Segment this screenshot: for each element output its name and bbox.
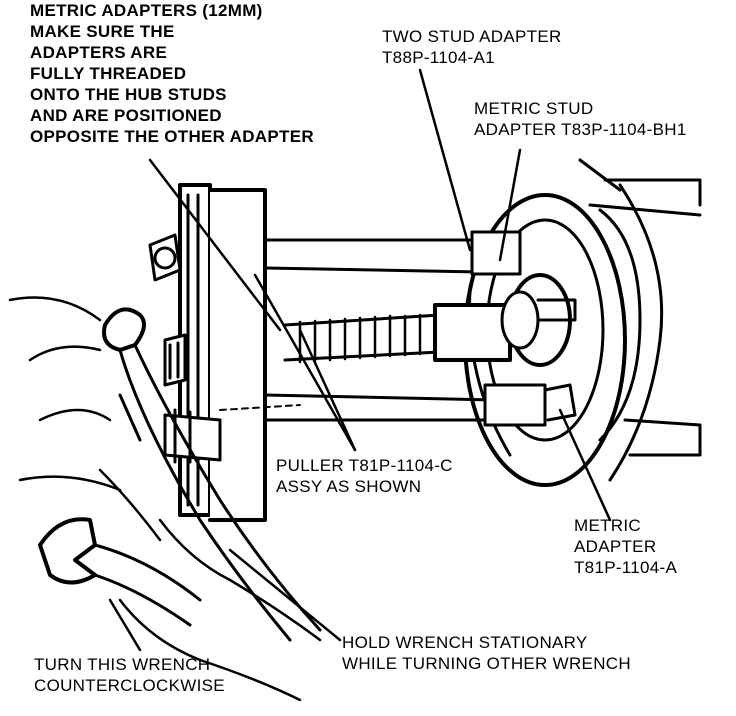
leader-turn-wrench — [108, 598, 142, 652]
leader-two-stud — [418, 68, 472, 252]
callout-puller: PULLER T81P-1104-C ASSY AS SHOWN — [276, 455, 453, 497]
label-line: ADAPTER T83P-1104-BH1 — [474, 120, 687, 139]
label-line: TWO STUD ADAPTER — [382, 27, 562, 46]
wrench-turning — [38, 517, 202, 627]
label-line: METRIC STUD — [474, 99, 594, 118]
label-line: METRIC — [574, 516, 641, 535]
note-line: MAKE SURE THE — [30, 22, 175, 41]
label-line: HOLD WRENCH STATIONARY — [342, 633, 588, 652]
hands — [8, 296, 322, 702]
leader-metric-adapter — [558, 408, 612, 522]
upper-rod — [263, 230, 522, 276]
axle-housing — [578, 158, 702, 482]
note-line: FULLY THREADED — [30, 64, 187, 83]
callout-two-stud-adapter: TWO STUD ADAPTER T88P-1104-A1 — [382, 26, 562, 68]
label-line: ASSY AS SHOWN — [276, 477, 422, 496]
leader-puller-2 — [298, 328, 357, 452]
leader-metric-stud — [498, 148, 522, 262]
callout-metric-adapter: METRIC ADAPTER T81P-1104-A — [574, 515, 677, 578]
label-line: PULLER T81P-1104-C — [276, 456, 453, 475]
label-line: TURN THIS WRENCH — [34, 655, 211, 674]
label-line: ADAPTER — [574, 537, 657, 556]
note-line: ADAPTERS ARE — [30, 43, 168, 62]
callout-hold-wrench: HOLD WRENCH STATIONARY WHILE TURNING OTH… — [342, 632, 631, 674]
callout-metric-adapters-note: METRIC ADAPTERS (12mm) MAKE SURE THE ADA… — [30, 0, 314, 147]
note-line: OPPOSITE THE OTHER ADAPTER — [30, 127, 314, 146]
callout-turn-wrench: TURN THIS WRENCH COUNTERCLOCKWISE — [34, 654, 225, 696]
leader-metric-note — [148, 158, 282, 332]
label-line: T88P-1104-A1 — [382, 48, 495, 67]
puller-crossbar — [178, 183, 267, 522]
upper-nut — [148, 233, 182, 282]
lower-clamp — [163, 408, 222, 464]
wrench-holding — [102, 307, 322, 642]
label-line: WHILE TURNING OTHER WRENCH — [342, 654, 631, 673]
lower-rod — [263, 383, 577, 427]
screw-head — [163, 333, 187, 387]
forcing-screw — [283, 290, 577, 364]
leader-puller-1 — [253, 273, 357, 452]
leader-lines — [108, 68, 612, 652]
label-line: COUNTERCLOCKWISE — [34, 676, 225, 695]
label-line: T81P-1104-A — [574, 558, 678, 577]
callout-metric-stud-adapter: METRIC STUD ADAPTER T83P-1104-BH1 — [474, 98, 687, 140]
note-line: ONTO THE HUB STUDS — [30, 85, 227, 104]
leader-hold-wrench — [228, 548, 342, 642]
note-line: METRIC ADAPTERS (12mm) — [30, 1, 263, 20]
note-line: AND ARE POSITIONED — [30, 106, 222, 125]
